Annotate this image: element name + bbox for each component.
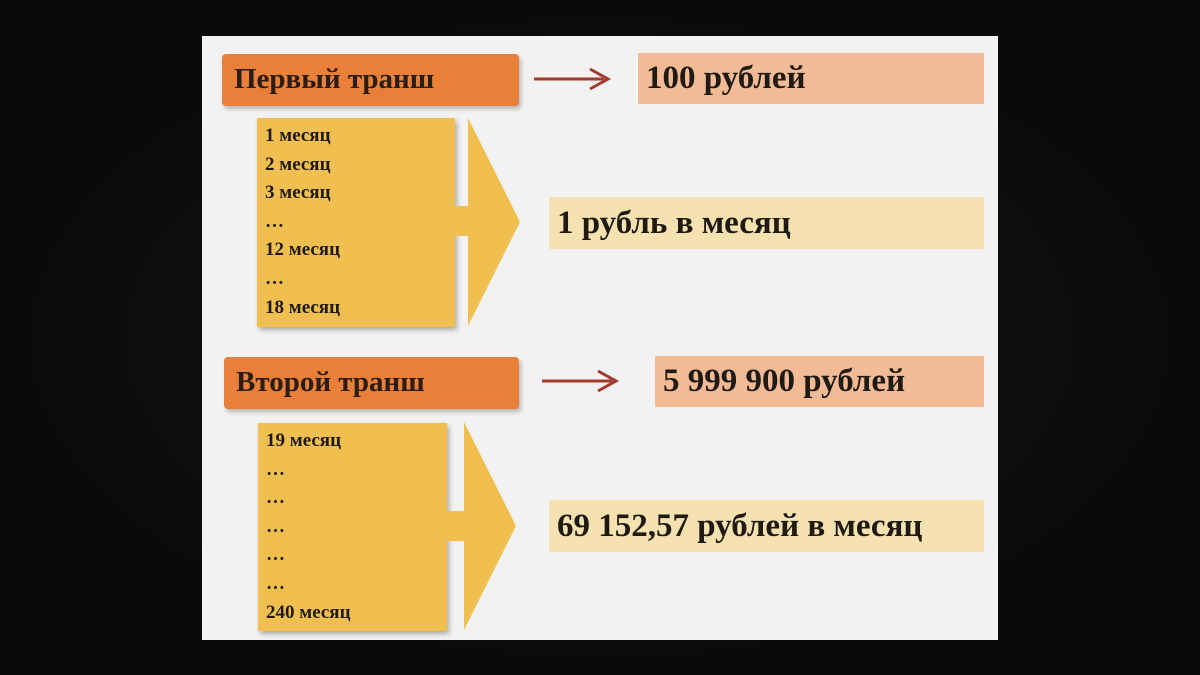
tranche-2-payment: 69 152,57 рублей в месяц <box>549 500 984 552</box>
tranche-2-label: Второй транш <box>224 357 519 409</box>
month-item: … <box>265 210 284 232</box>
arrow-right-icon <box>534 67 612 91</box>
tranche-2-months-list: 19 месяц … … … … … 240 месяц <box>258 423 447 631</box>
month-item: 12 месяц <box>265 239 341 261</box>
big-arrow-icon <box>454 118 520 326</box>
tranche-1-months-list: 1 месяц 2 месяц 3 месяц … 12 месяц … 18 … <box>257 118 455 327</box>
month-item: … <box>266 487 285 509</box>
month-item: 3 месяц <box>265 182 331 204</box>
month-item: 19 месяц <box>266 430 342 451</box>
month-item: … <box>266 458 285 480</box>
slide: Первый транш 100 рублей 1 месяц 2 месяц … <box>202 36 998 640</box>
month-item: 2 месяц <box>265 153 331 175</box>
tranche-1-label: Первый транш <box>222 54 519 106</box>
month-item: 1 месяц <box>265 125 331 146</box>
month-item: … <box>265 267 284 289</box>
big-arrow-icon <box>446 422 516 630</box>
month-item: … <box>266 544 285 566</box>
arrow-right-icon <box>542 369 620 393</box>
month-item: … <box>266 572 285 594</box>
month-item: 18 месяц <box>265 296 341 318</box>
tranche-1-payment: 1 рубль в месяц <box>549 197 984 249</box>
month-item: … <box>266 515 285 537</box>
month-item: 240 месяц <box>266 601 351 623</box>
tranche-2-amount: 5 999 900 рублей <box>655 356 984 407</box>
tranche-1-amount: 100 рублей <box>638 53 984 104</box>
